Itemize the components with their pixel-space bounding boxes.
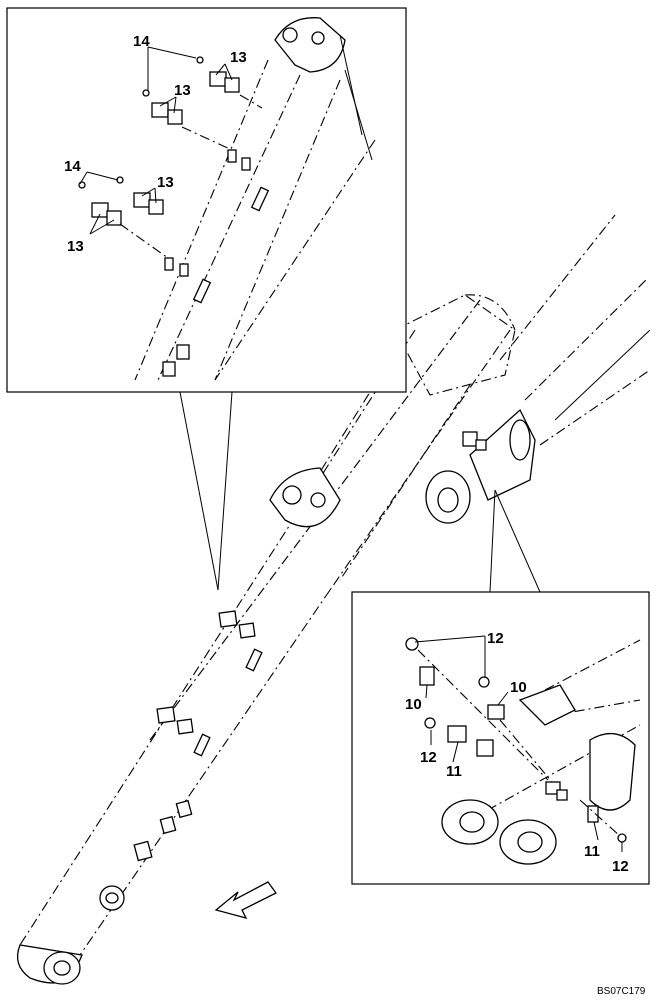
clamp-part <box>405 637 435 686</box>
boom-assembly <box>16 214 651 985</box>
callout-13: 13 <box>174 82 191 99</box>
callout-11: 11 <box>446 763 462 780</box>
callout-10: 10 <box>405 696 422 713</box>
callout-12: 12 <box>420 749 437 766</box>
drawing-code: BS07C179 <box>597 986 646 997</box>
callout-14: 14 <box>64 158 81 175</box>
callout-14: 14 <box>133 33 150 50</box>
clamp-part <box>142 89 183 125</box>
clamp-part <box>196 56 240 93</box>
callout-12: 12 <box>487 630 504 647</box>
callout-13: 13 <box>157 174 174 191</box>
detail-inset-lower <box>351 591 650 885</box>
callout-11: 11 <box>584 843 600 860</box>
clamp-part <box>424 717 494 757</box>
callout-12: 12 <box>612 858 629 875</box>
direction-arrow-icon <box>214 881 277 919</box>
callout-13: 13 <box>67 238 84 255</box>
detail-inset-upper <box>6 7 407 393</box>
callout-10: 10 <box>510 679 527 696</box>
clamp-part <box>478 676 505 720</box>
callout-13: 13 <box>230 49 247 66</box>
